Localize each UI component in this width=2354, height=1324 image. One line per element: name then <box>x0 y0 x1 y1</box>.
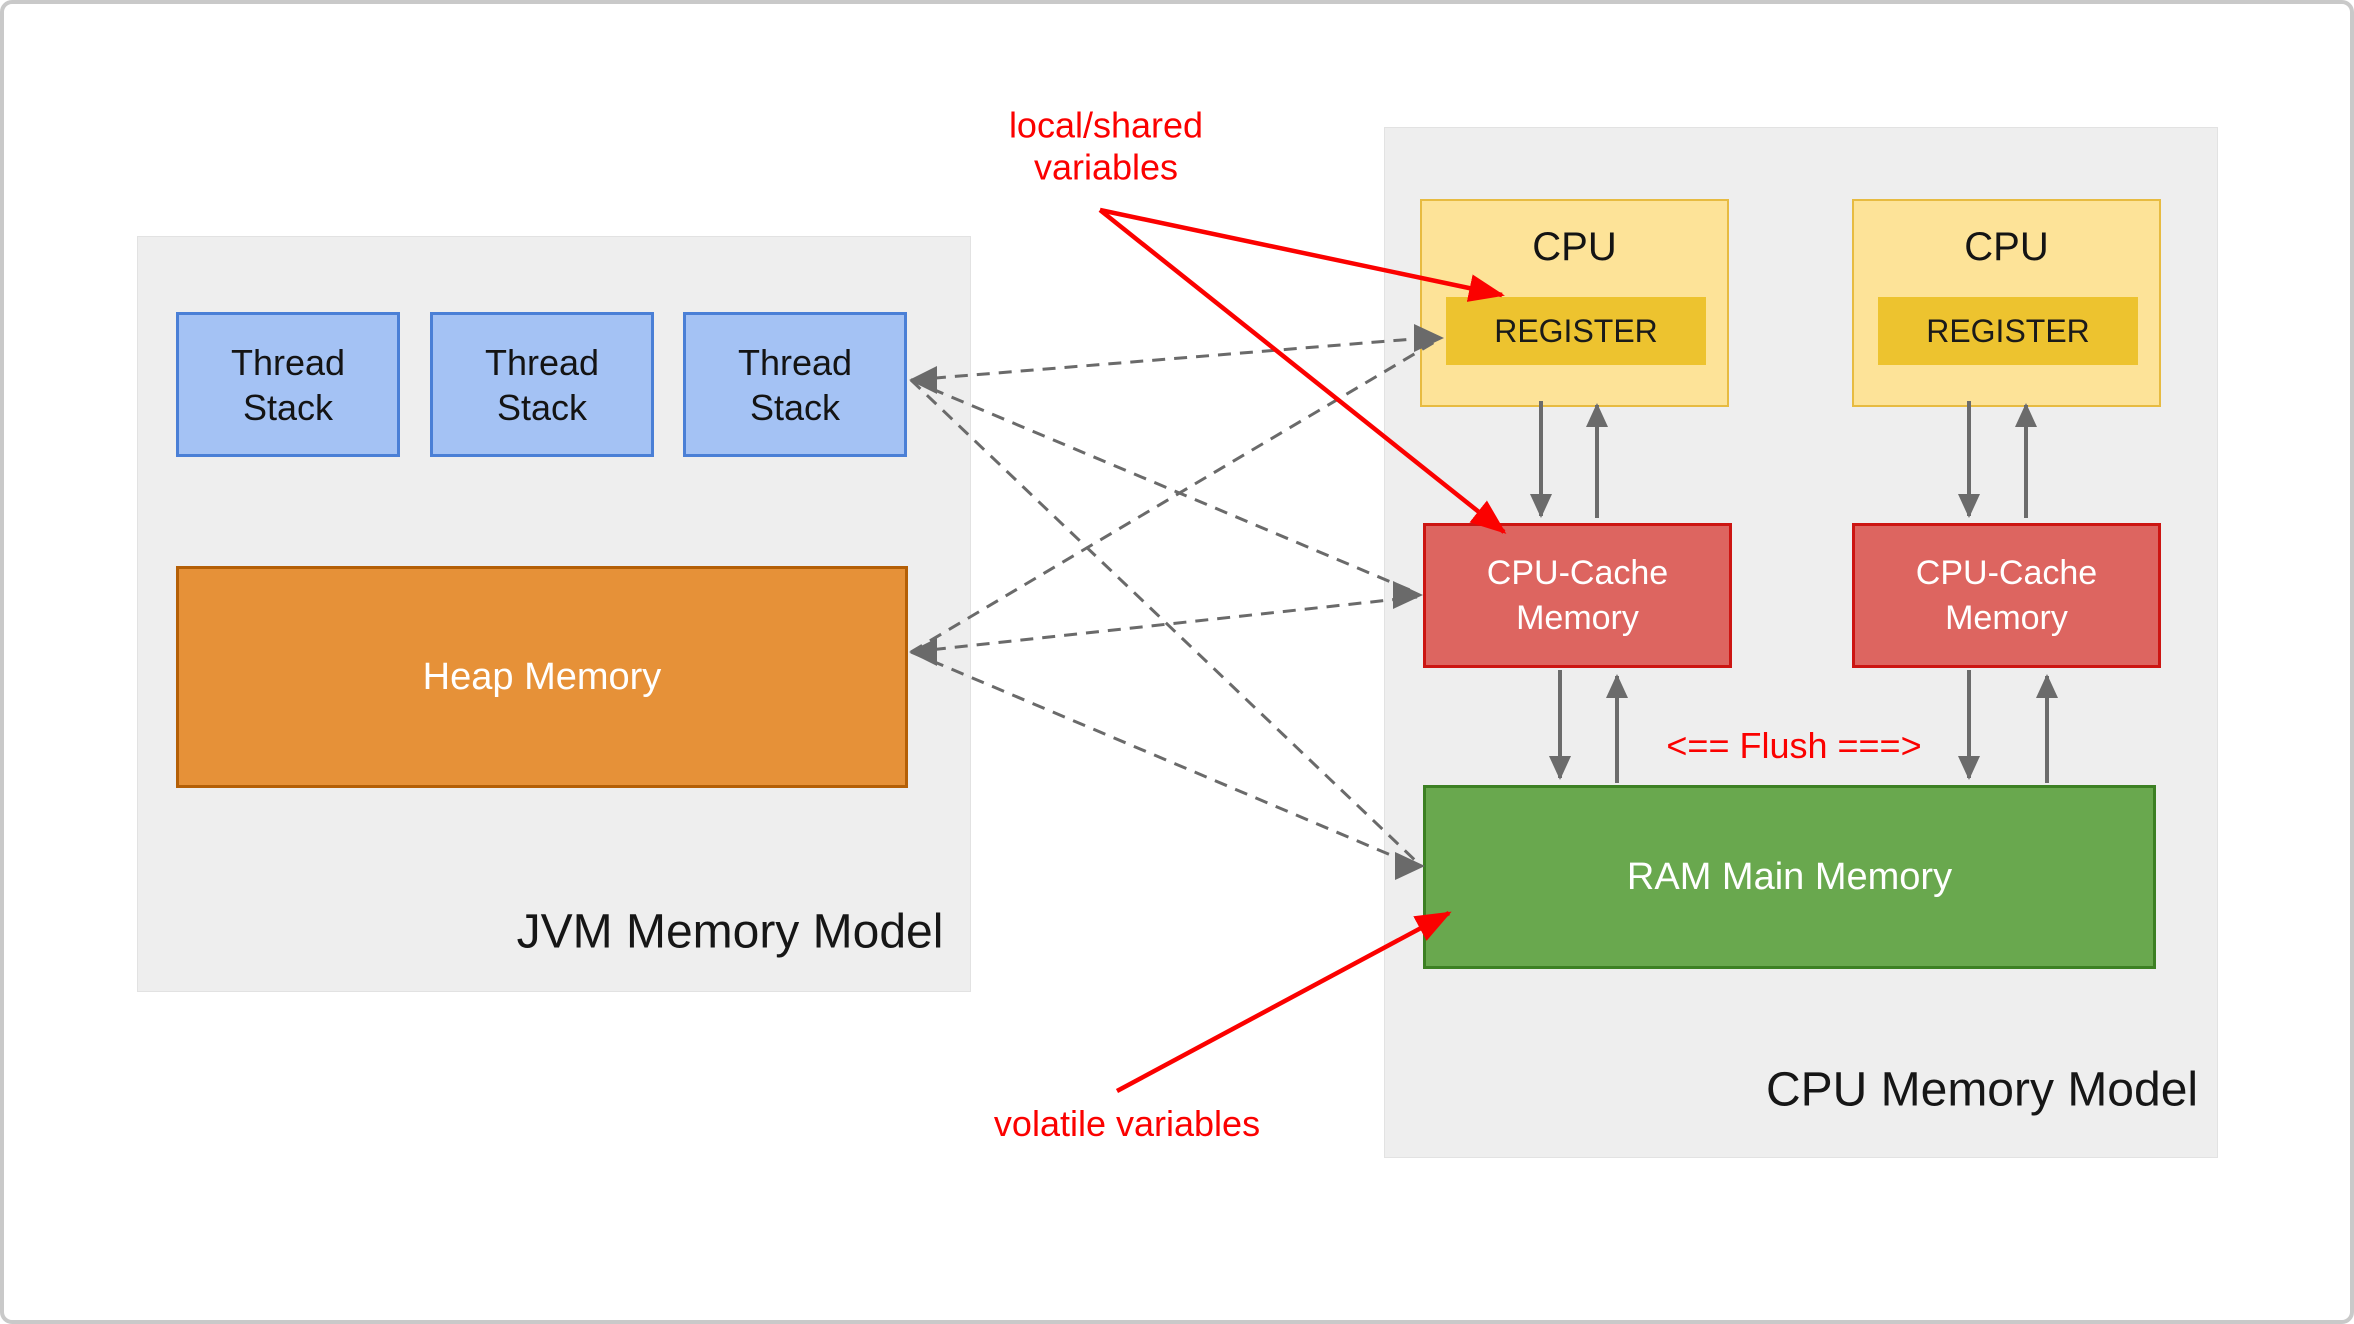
register-box-2: REGISTER <box>1878 297 2138 365</box>
dashed-threadstack-to-ram <box>909 378 1421 866</box>
dashed-connector-arrowheads <box>909 324 1444 880</box>
dashed-heap-to-register <box>910 338 1439 654</box>
ram-main-memory-box: RAM Main Memory <box>1423 785 2156 969</box>
heap-memory-box: Heap Memory <box>176 566 908 788</box>
cpu-memory-model-title: CPU Memory Model <box>1765 1063 2199 1117</box>
cpu-cache-box-2: CPU-Cache Memory <box>1852 523 2161 668</box>
thread-stack-box-2: Thread Stack <box>430 312 654 457</box>
cpu-cache-box-1: CPU-Cache Memory <box>1423 523 1732 668</box>
dashed-threadstack-to-register <box>910 335 1439 382</box>
local-shared-variables-annotation: local/shared variables <box>1008 104 1204 188</box>
dashed-threadstack-to-cache <box>910 378 1418 595</box>
cpu-box-2: CPU REGISTER <box>1852 199 2161 407</box>
flush-annotation: <== Flush ===> <box>1666 724 1922 766</box>
cpu-label-2: CPU <box>1964 225 2049 269</box>
dashed-heap-to-ram <box>910 650 1420 869</box>
volatile-variables-annotation: volatile variables <box>993 1102 1261 1144</box>
register-box-1: REGISTER <box>1446 297 1706 365</box>
dashed-connectors <box>909 335 1439 869</box>
dashed-heap-to-cache <box>910 595 1418 654</box>
thread-stack-box-1: Thread Stack <box>176 312 400 457</box>
cpu-box-1: CPU REGISTER <box>1420 199 1729 407</box>
jvm-memory-model-title: JVM Memory Model <box>516 905 944 959</box>
thread-stack-box-3: Thread Stack <box>683 312 907 457</box>
cpu-label-1: CPU <box>1532 225 1617 269</box>
